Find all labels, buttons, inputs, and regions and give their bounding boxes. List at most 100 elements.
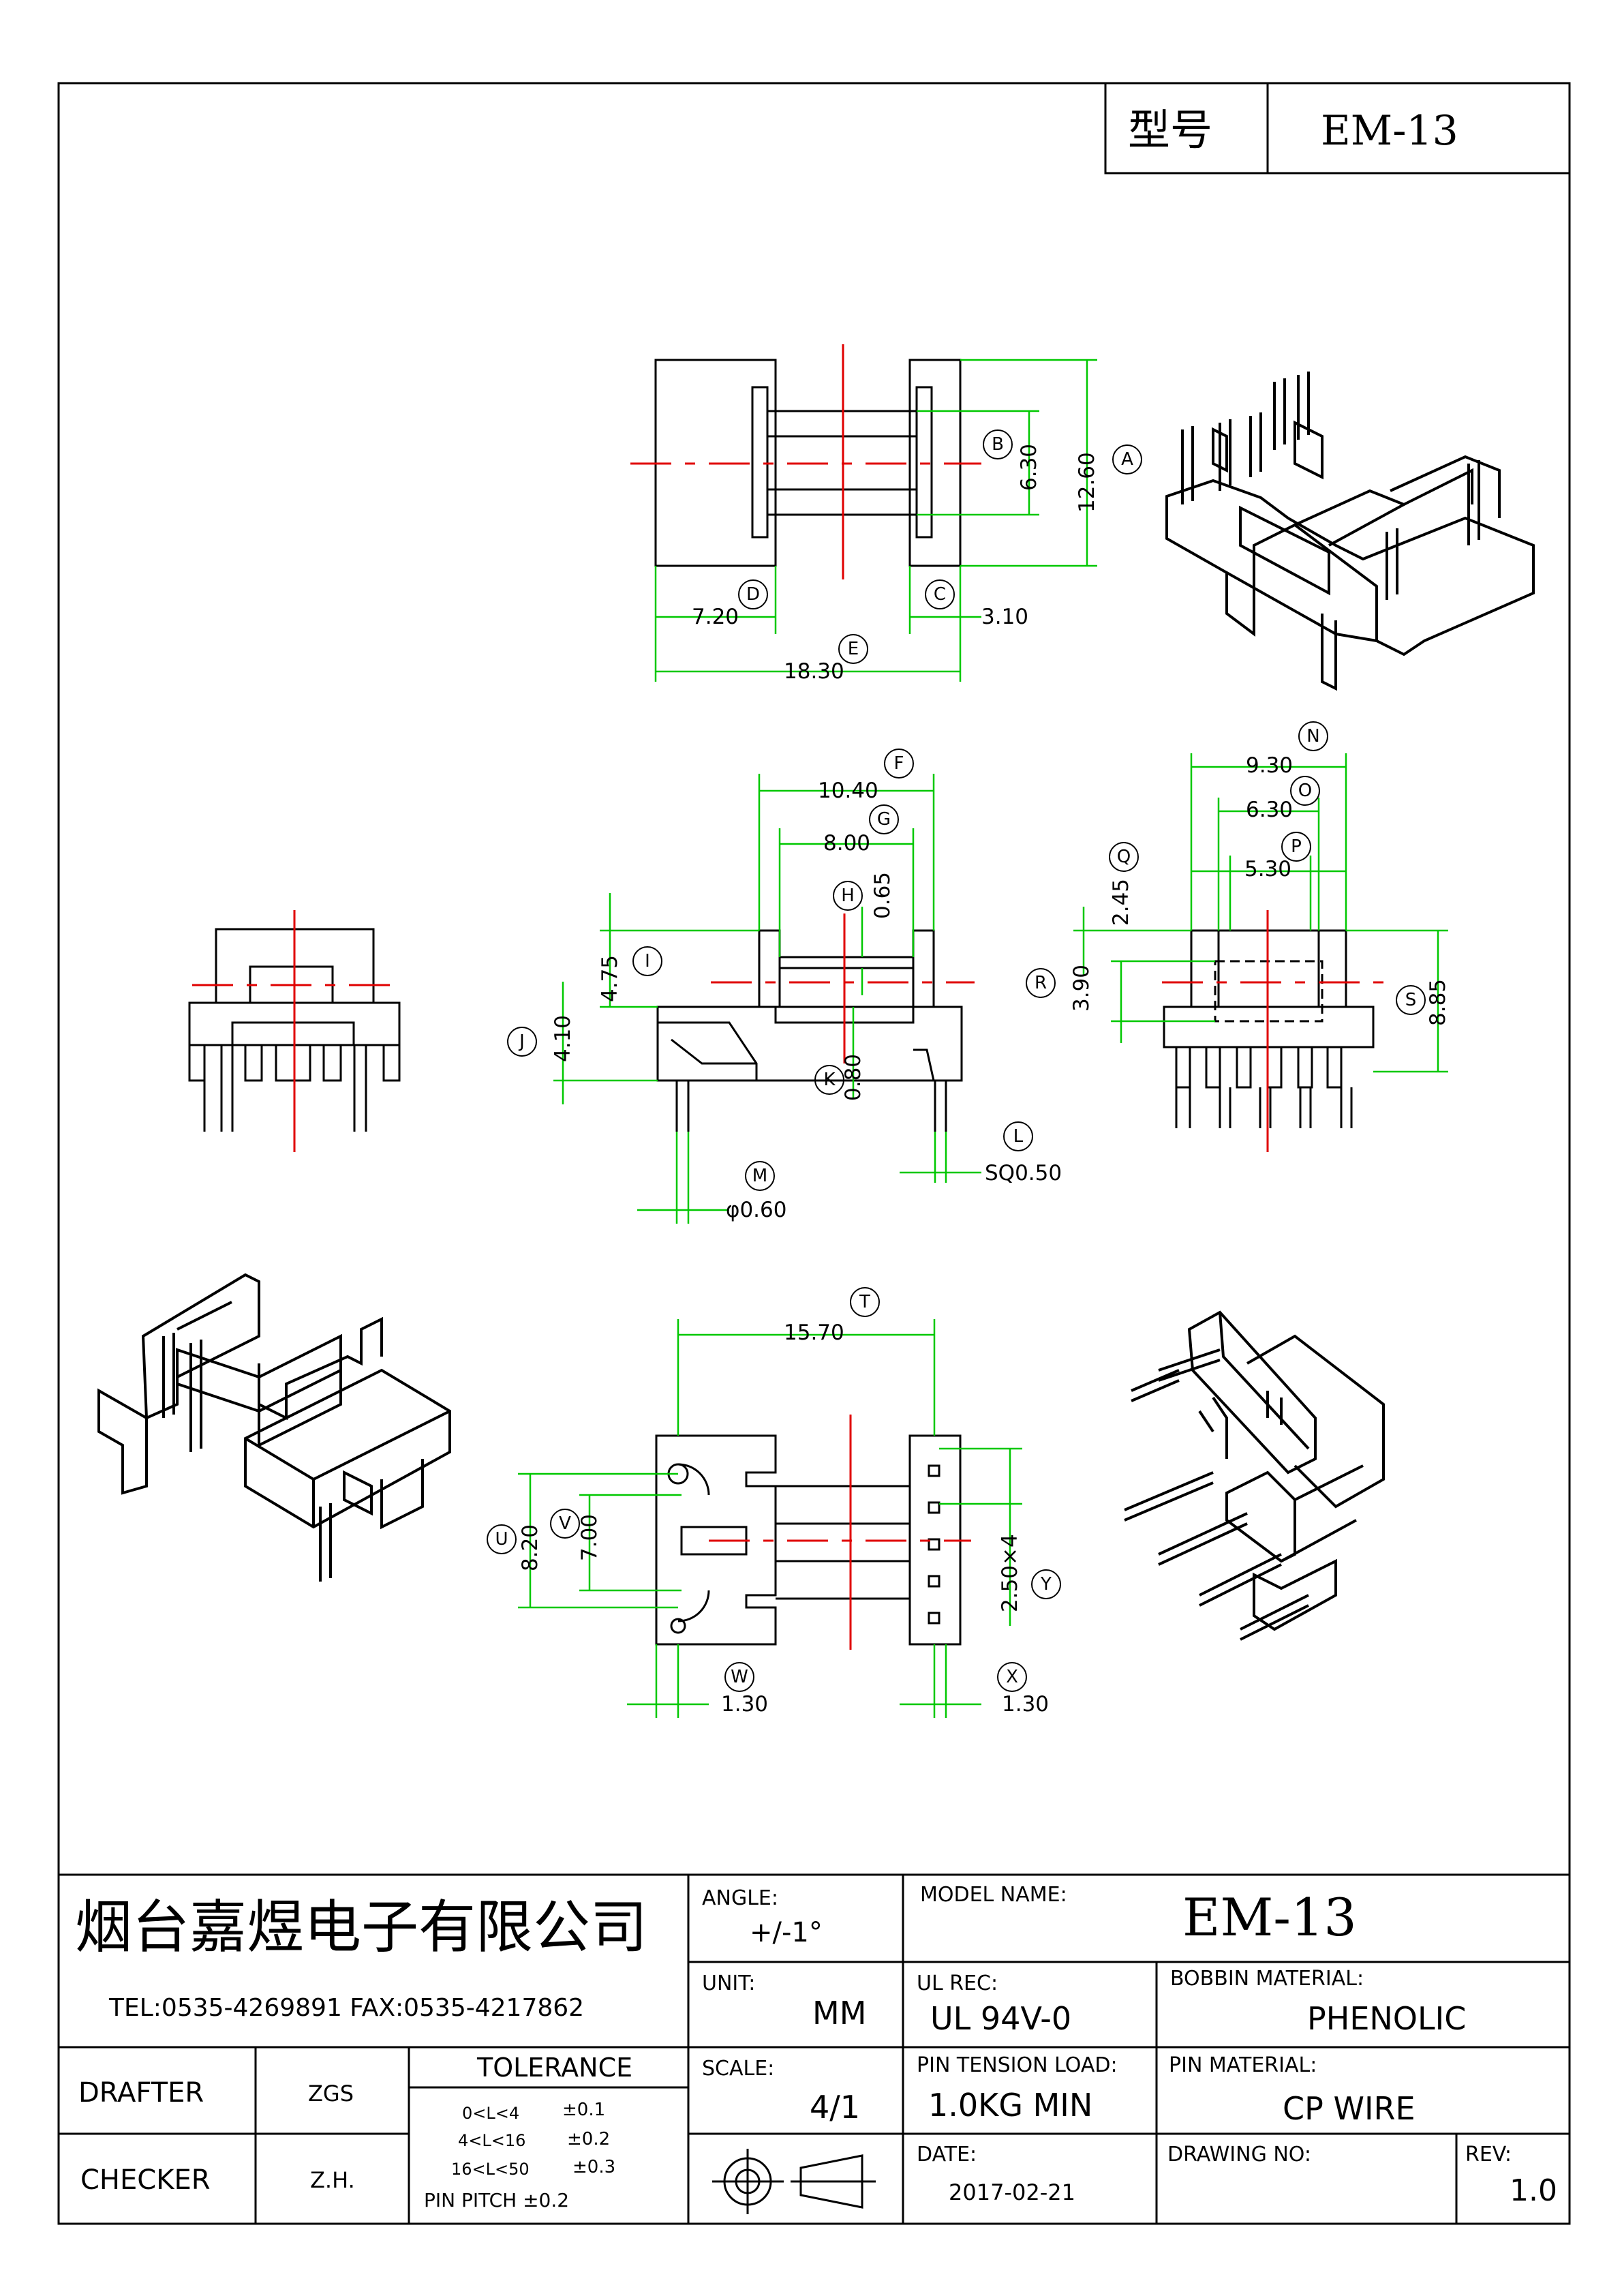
side-view-right-centerlines	[1162, 910, 1383, 1152]
bubble-T: T	[850, 1287, 880, 1317]
tolerance-range-1: 0<L<4	[462, 2104, 520, 2123]
front-view-left-centerlines	[192, 910, 395, 1152]
bottom-view-centerlines	[709, 1415, 971, 1650]
dim-Y-label: 2.50×4	[998, 1534, 1022, 1612]
bubble-A: A	[1112, 444, 1142, 474]
bubble-L: L	[1003, 1121, 1033, 1151]
unit-value: MM	[812, 1995, 867, 2031]
bubble-Q: Q	[1109, 842, 1139, 872]
drawing-no-label: DRAWING NO:	[1167, 2143, 1311, 2166]
dim-M-label: φ0.60	[726, 1198, 787, 1222]
tolerance-range-3: 16<L<50	[451, 2160, 530, 2179]
bottom-view-dims	[518, 1319, 1022, 1718]
bubble-H: H	[833, 881, 863, 911]
dim-R-label: 3.90	[1069, 964, 1094, 1012]
dim-Q-label: 2.45	[1109, 878, 1133, 926]
bubble-W: W	[724, 1662, 754, 1692]
bubble-O: O	[1290, 776, 1320, 806]
title-block-grid	[59, 1873, 1570, 2224]
tolerance-value-1: ±0.1	[562, 2100, 606, 2120]
side-view-right-dims	[1073, 753, 1448, 1073]
bubble-E: E	[838, 634, 868, 664]
company-name: 烟台嘉煜电子有限公司	[75, 1894, 648, 1961]
dim-O-label: 6.30	[1246, 798, 1294, 822]
angle-label: ANGLE:	[702, 1886, 778, 1910]
front-view-center	[656, 929, 963, 1132]
dim-B-label: 6.30	[1017, 443, 1041, 491]
pin-material-value: CP WIRE	[1283, 2090, 1416, 2127]
dim-F-label: 10.40	[818, 779, 878, 803]
bubble-Y: Y	[1031, 1569, 1061, 1599]
front-view-center-dims	[553, 774, 981, 1224]
bubble-J: J	[507, 1027, 537, 1057]
dim-K-label: 0.80	[841, 1053, 866, 1101]
bobbin-material-label: BOBBIN MATERIAL:	[1170, 1967, 1364, 1991]
drafter-label: DRAFTER	[78, 2077, 204, 2109]
bubble-V: V	[550, 1509, 580, 1539]
bubble-D: D	[738, 579, 768, 609]
bubble-B: B	[983, 429, 1013, 459]
pin-material-label: PIN MATERIAL:	[1169, 2053, 1317, 2077]
dim-P-label: 5.30	[1244, 857, 1292, 881]
dim-J-label: 4.10	[551, 1014, 575, 1062]
dim-T-label: 15.70	[784, 1320, 844, 1345]
company-contact: TEL:0535-4269891 FAX:0535-4217862	[109, 1994, 585, 2022]
dim-W-label: 1.30	[721, 1692, 769, 1717]
bubble-U: U	[487, 1524, 517, 1554]
iso-view-bottom-right	[1124, 1310, 1385, 1641]
ul-rec-label: UL REC:	[917, 1972, 998, 1995]
iso-view-middle-left	[97, 1273, 451, 1582]
projection-symbol	[712, 2149, 876, 2214]
dim-G-label: 8.00	[823, 831, 871, 856]
sheet-border	[57, 82, 1571, 2225]
pin-pitch: PIN PITCH ±0.2	[424, 2189, 570, 2211]
pin-tension-label: PIN TENSION LOAD:	[917, 2053, 1118, 2077]
scale-label: SCALE:	[702, 2057, 775, 2081]
bubble-G: G	[869, 804, 899, 834]
bubble-F: F	[884, 749, 914, 779]
dim-N-label: 9.30	[1246, 753, 1294, 778]
dim-V-label: 7.00	[577, 1513, 602, 1561]
unit-label: UNIT:	[702, 1972, 756, 1995]
bubble-R: R	[1026, 968, 1056, 998]
model-label: 型号	[1128, 105, 1213, 155]
model-name-label: MODEL NAME:	[920, 1883, 1067, 1907]
rev-value: 1.0	[1510, 2173, 1557, 2208]
bubble-C: C	[925, 579, 955, 609]
tolerance-value-2: ±0.2	[567, 2129, 611, 2149]
pin-tension-value: 1.0KG MIN	[928, 2087, 1093, 2124]
top-view-centerlines	[630, 344, 981, 579]
angle-value: +/-1°	[750, 1917, 823, 1948]
date-label: DATE:	[917, 2143, 977, 2166]
bubble-P: P	[1281, 832, 1311, 862]
dim-D-label: 7.20	[692, 605, 739, 629]
dim-H-label: 0.65	[870, 871, 895, 919]
drafter-value: ZGS	[308, 2081, 354, 2106]
checker-label: CHECKER	[80, 2164, 211, 2196]
bobbin-material-value: PHENOLIC	[1307, 2000, 1467, 2037]
bubble-X: X	[997, 1662, 1027, 1692]
ul-rec-value: UL 94V-0	[930, 2000, 1072, 2037]
dim-S-label: 8.85	[1426, 978, 1450, 1026]
date-value: 2017-02-21	[949, 2179, 1075, 2205]
tolerance-label: TOLERANCE	[477, 2053, 633, 2083]
dim-C-label: 3.10	[981, 605, 1029, 629]
bubble-K: K	[814, 1065, 844, 1095]
rev-label: REV:	[1465, 2143, 1512, 2166]
dim-L-label: SQ0.50	[985, 1161, 1062, 1185]
bubble-S: S	[1396, 985, 1426, 1015]
top-view-dims	[654, 359, 1097, 682]
dim-E-label: 18.30	[784, 659, 844, 684]
bubble-N: N	[1298, 721, 1328, 751]
model-value: EM-13	[1321, 107, 1458, 155]
bubble-M: M	[745, 1161, 775, 1191]
scale-value: 4/1	[810, 2089, 861, 2126]
tolerance-value-3: ±0.3	[572, 2157, 616, 2177]
dim-X-label: 1.30	[1002, 1692, 1050, 1717]
tolerance-range-2: 4<L<16	[458, 2131, 526, 2150]
dim-U-label: 8.20	[518, 1524, 542, 1571]
dim-I-label: 4.75	[598, 954, 622, 1002]
checker-value: Z.H.	[310, 2167, 355, 2193]
model-name-value: EM-13	[1182, 1887, 1357, 1948]
